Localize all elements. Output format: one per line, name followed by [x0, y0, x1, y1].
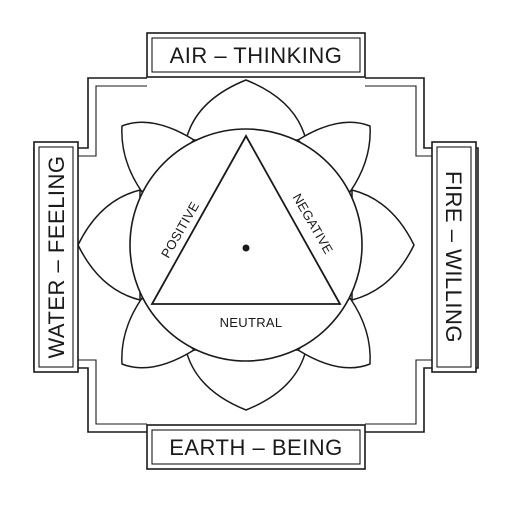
label-box-left-outer	[33, 141, 79, 373]
center-dot	[242, 244, 250, 252]
petal-top	[185, 79, 307, 141]
label-water-feeling: WATER – FEELING	[44, 155, 69, 358]
label-box-right: FIRE – WILLING	[431, 141, 477, 373]
label-box-left-inner	[38, 146, 74, 368]
petal-bottom-left	[121, 297, 195, 369]
lotus-petals	[77, 79, 415, 411]
label-box-bottom: EARTH – BEING	[146, 424, 366, 470]
label-box-top: AIR – THINKING	[146, 32, 366, 78]
triangle	[150, 134, 342, 305]
label-box-right-inner	[436, 146, 472, 368]
label-box-left: WATER – FEELING	[33, 141, 79, 373]
label-box-right-outer	[431, 141, 477, 373]
label-earth-being: EARTH – BEING	[169, 435, 343, 460]
label-fire-willing: FIRE – WILLING	[441, 171, 466, 343]
petal-top-right	[297, 121, 371, 193]
petal-top-left	[121, 121, 195, 193]
label-box-bottom-outer	[146, 424, 366, 470]
label-box-top-outer	[146, 32, 366, 78]
label-box-top-inner	[151, 37, 361, 73]
triangle-label-neutral: NEUTRAL	[220, 315, 283, 330]
petal-bottom-right	[297, 297, 371, 369]
petal-bottom	[185, 349, 307, 411]
label-box-bottom-inner	[151, 429, 361, 465]
petal-right	[351, 189, 415, 301]
label-air-thinking: AIR – THINKING	[170, 43, 343, 68]
